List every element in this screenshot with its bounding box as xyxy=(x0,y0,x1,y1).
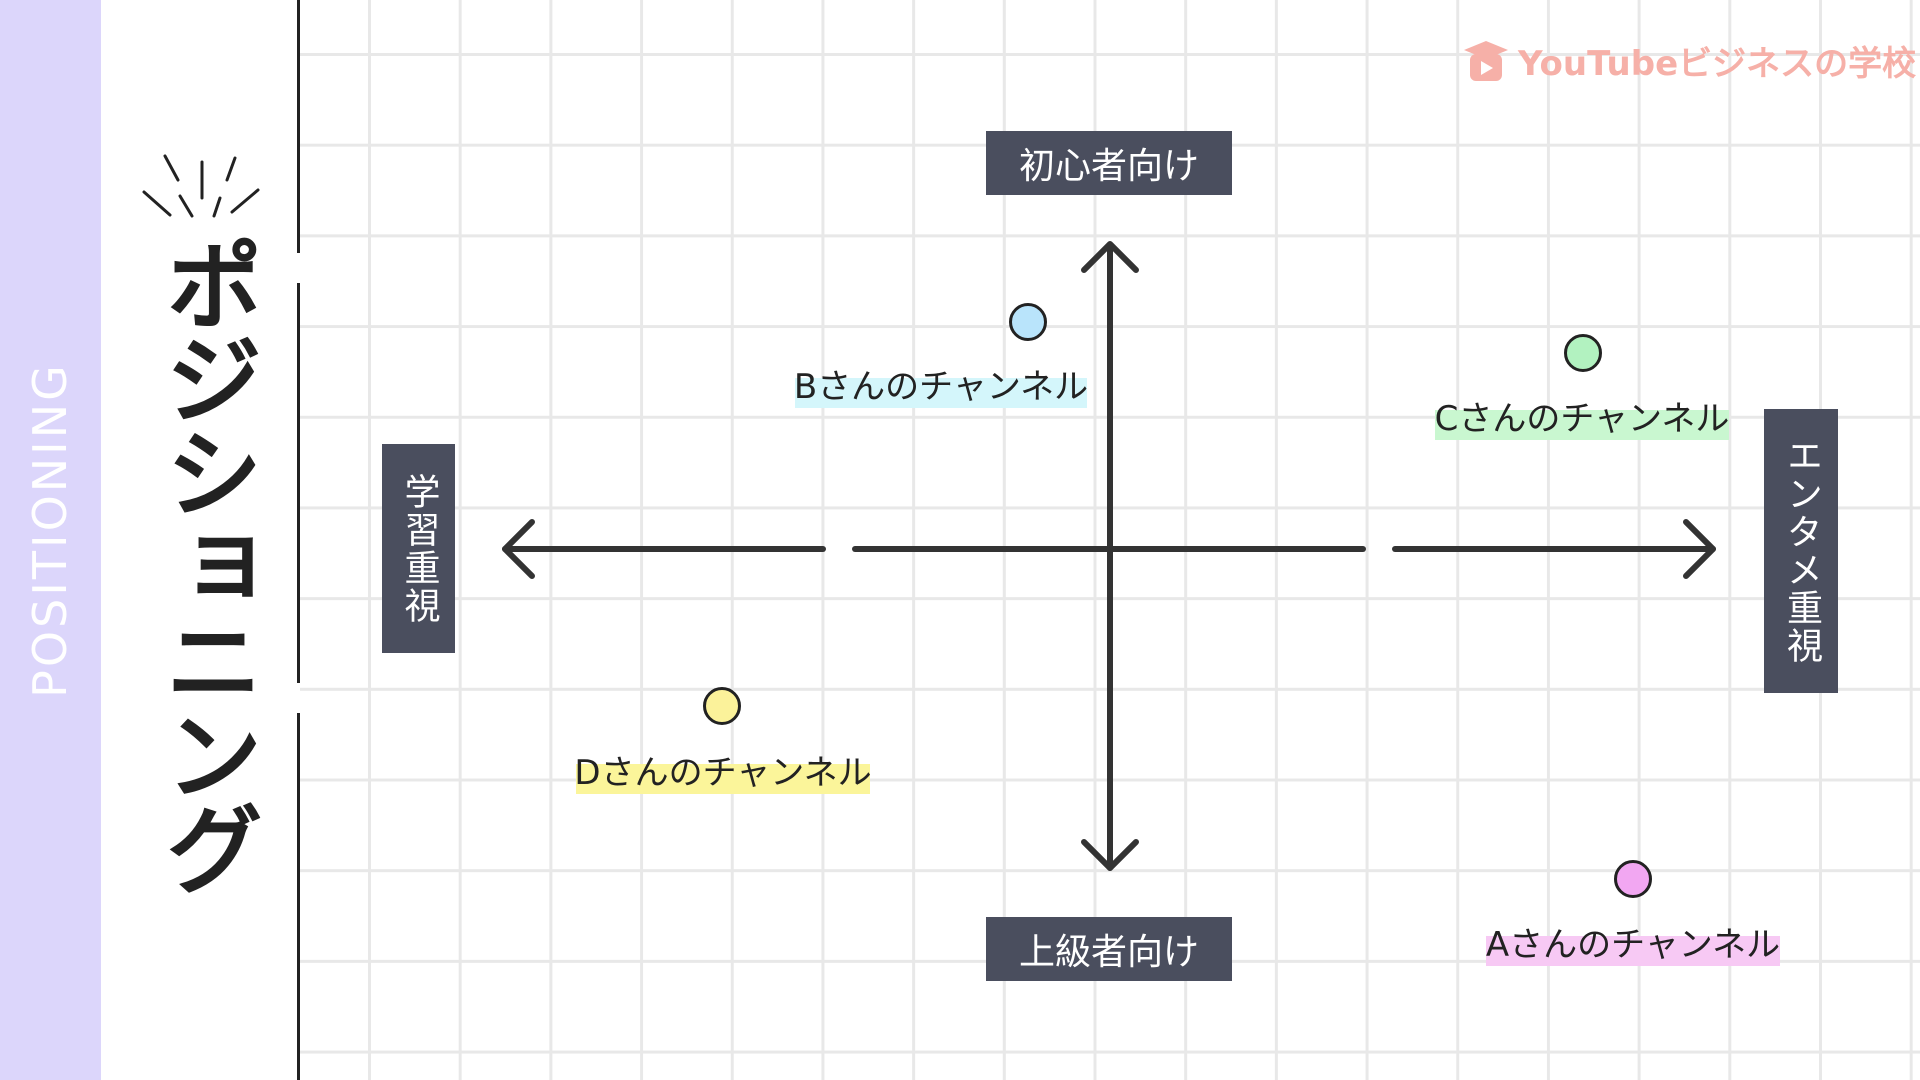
axis-label-top: 初心者向け xyxy=(986,131,1232,195)
axis-label-bottom: 上級者向け xyxy=(986,917,1232,981)
logo: YouTubeビジネスの学校 xyxy=(1462,36,1916,85)
logo-text: YouTubeビジネスの学校 xyxy=(1518,36,1916,85)
channel-a-label-text: Aさんのチャンネル xyxy=(1486,928,1780,962)
channel-b-label-text: Bさんのチャンネル xyxy=(794,370,1088,404)
axis-label-right: エンタメ重視 xyxy=(1764,409,1838,693)
channel-b-label: Bさんのチャンネル xyxy=(795,378,1087,408)
channel-d-point xyxy=(703,687,741,725)
channel-a-label: Aさんのチャンネル xyxy=(1486,936,1780,966)
channel-c-point xyxy=(1564,334,1602,372)
channel-a-point xyxy=(1614,860,1652,898)
channel-d-label: Dさんのチャンネル xyxy=(576,764,870,794)
axis-label-left: 学習重視 xyxy=(382,444,455,653)
channel-b-point xyxy=(1009,303,1047,341)
channel-c-label-text: Cさんのチャンネル xyxy=(1435,402,1730,436)
channel-c-label: Cさんのチャンネル xyxy=(1435,410,1729,440)
channel-d-label-text: Dさんのチャンネル xyxy=(574,756,871,790)
graduation-cap-play-icon xyxy=(1462,37,1510,85)
